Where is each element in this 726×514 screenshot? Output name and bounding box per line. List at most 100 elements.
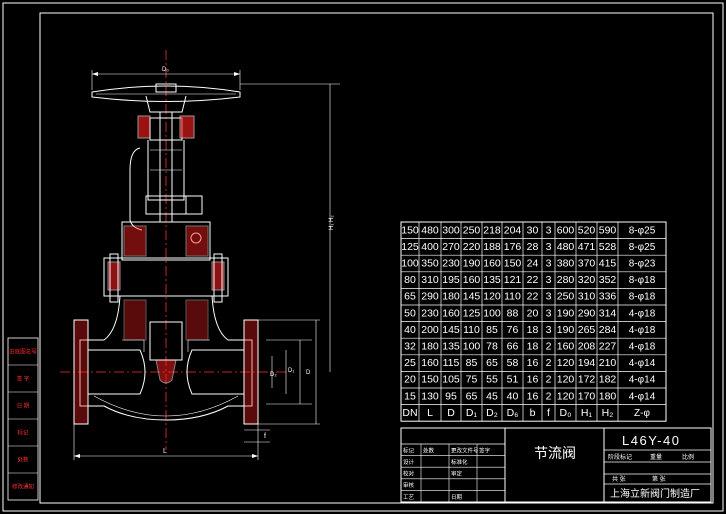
spec-cell: 320 bbox=[578, 274, 596, 286]
spec-cell: 30 bbox=[527, 224, 539, 236]
valve-body bbox=[73, 295, 259, 425]
spec-cell: 24 bbox=[527, 257, 539, 269]
spec-cell: 195 bbox=[442, 274, 460, 286]
spec-cell: 190 bbox=[463, 257, 481, 269]
spec-header-cell: Z-φ bbox=[634, 408, 650, 419]
spec-cell: 600 bbox=[557, 224, 575, 236]
tb-cell: 工艺 bbox=[403, 494, 415, 501]
spec-cell: 218 bbox=[483, 224, 501, 236]
spec-cell: 528 bbox=[599, 241, 617, 253]
spec-cell: 480 bbox=[557, 241, 575, 253]
spec-cell: 180 bbox=[442, 291, 460, 303]
spec-cell: 200 bbox=[421, 324, 439, 336]
tb-sheet: 共 张 bbox=[612, 475, 626, 483]
spec-cell: 121 bbox=[504, 274, 522, 286]
spec-cell: 18 bbox=[527, 324, 539, 336]
spec-cell: 8-φ18 bbox=[629, 292, 656, 303]
spec-cell: 145 bbox=[463, 291, 481, 303]
spec-cell: 160 bbox=[463, 274, 481, 286]
tb-cell: 标记 bbox=[403, 446, 415, 454]
spec-cell: 100 bbox=[483, 307, 501, 319]
tb-cell: 日期 bbox=[451, 494, 463, 501]
spec-cell: 20 bbox=[404, 374, 416, 386]
spec-cell: 350 bbox=[421, 257, 439, 269]
side-label: 日 期 bbox=[17, 403, 30, 410]
spec-cell: 85 bbox=[466, 357, 478, 369]
dim-h-label: H₁ H₂ bbox=[329, 215, 335, 230]
spec-cell: 55 bbox=[486, 374, 498, 386]
spec-cell: 145 bbox=[442, 324, 460, 336]
spec-cell: 3 bbox=[546, 307, 552, 319]
side-label: 旧底图总号 bbox=[9, 348, 37, 356]
spec-cell: 415 bbox=[599, 257, 617, 269]
tb-sheet: 第 张 bbox=[652, 475, 666, 483]
tb-cell: 处数 bbox=[423, 446, 435, 454]
spec-header-cell: DN bbox=[402, 407, 417, 419]
spec-cell: 290 bbox=[421, 291, 439, 303]
side-label: 处数 bbox=[17, 456, 29, 464]
spec-cell: 85 bbox=[486, 324, 498, 336]
spec-cell: 2 bbox=[546, 374, 552, 386]
title-block: 标记处数更改文件号签字设计标准化校对审定审核工艺日期 阶段标记重量比例共 张第 … bbox=[400, 427, 712, 503]
spec-cell: 3 bbox=[546, 224, 552, 236]
spec-cell: 210 bbox=[599, 357, 617, 369]
spec-header-cell: D₆ bbox=[507, 407, 519, 419]
spec-cell: 115 bbox=[443, 357, 460, 369]
spec-cell: 352 bbox=[599, 274, 617, 286]
spec-cell: 65 bbox=[486, 357, 498, 369]
spec-cell: 190 bbox=[557, 324, 575, 336]
spec-cell: 40 bbox=[507, 390, 519, 402]
spec-cell: 3 bbox=[546, 274, 552, 286]
dim-l: L f bbox=[73, 424, 270, 460]
spec-cell: 130 bbox=[421, 390, 439, 402]
spec-cell: 135 bbox=[483, 274, 501, 286]
spec-cell: 180 bbox=[421, 340, 439, 352]
spec-cell: 471 bbox=[578, 241, 596, 253]
spec-cell: 230 bbox=[421, 307, 439, 319]
spec-cell: 22 bbox=[527, 291, 539, 303]
spec-cell: 290 bbox=[578, 307, 596, 319]
spec-cell: 3 bbox=[546, 291, 552, 303]
spec-cell: 220 bbox=[463, 241, 481, 253]
spec-cell: 182 bbox=[599, 374, 617, 386]
bonnet bbox=[103, 195, 229, 303]
spec-cell: 172 bbox=[578, 374, 596, 386]
spec-cell: 4-φ18 bbox=[629, 325, 656, 336]
spec-cell: 120 bbox=[557, 374, 575, 386]
spec-cell: 95 bbox=[445, 390, 457, 402]
spec-cell: 120 bbox=[557, 357, 575, 369]
spec-cell: 160 bbox=[557, 340, 575, 352]
spec-cell: 150 bbox=[401, 224, 419, 236]
spec-cell: 32 bbox=[404, 340, 416, 352]
spec-cell: 110 bbox=[463, 324, 480, 336]
spec-cell: 75 bbox=[466, 374, 478, 386]
spec-cell: 265 bbox=[578, 324, 596, 336]
tb-right-header: 阶段标记 bbox=[608, 453, 632, 461]
spec-cell: 105 bbox=[442, 374, 460, 386]
spec-cell: 230 bbox=[442, 257, 460, 269]
spec-header-cell: D₀ bbox=[560, 407, 572, 419]
spec-cell: 227 bbox=[599, 340, 617, 352]
spec-cell: 78 bbox=[486, 340, 498, 352]
spec-cell: 250 bbox=[463, 224, 481, 236]
spec-cell: 370 bbox=[578, 257, 596, 269]
spec-cell: 2 bbox=[546, 357, 552, 369]
spec-cell: 194 bbox=[578, 357, 596, 369]
tb-cell: 设计 bbox=[403, 458, 415, 466]
spec-header-cell: H₂ bbox=[602, 407, 614, 419]
valve-section-drawing: D₀ bbox=[60, 50, 340, 460]
spec-cell: 176 bbox=[504, 241, 522, 253]
spec-cell: 8-φ25 bbox=[629, 225, 656, 236]
spec-header-cell: f bbox=[547, 407, 550, 419]
spec-cell: 20 bbox=[527, 307, 539, 319]
spec-cell: 204 bbox=[504, 224, 522, 236]
spec-cell: 180 bbox=[599, 390, 617, 402]
spec-cell: 65 bbox=[404, 291, 416, 303]
spec-cell: 16 bbox=[527, 374, 539, 386]
spec-cell: 50 bbox=[404, 307, 416, 319]
dim-right: H₁ H₂ D₂ D₁ D bbox=[240, 83, 340, 425]
tb-right-header: 重量 bbox=[650, 453, 662, 461]
spec-cell: 125 bbox=[401, 241, 419, 253]
spec-cell: 150 bbox=[504, 257, 522, 269]
